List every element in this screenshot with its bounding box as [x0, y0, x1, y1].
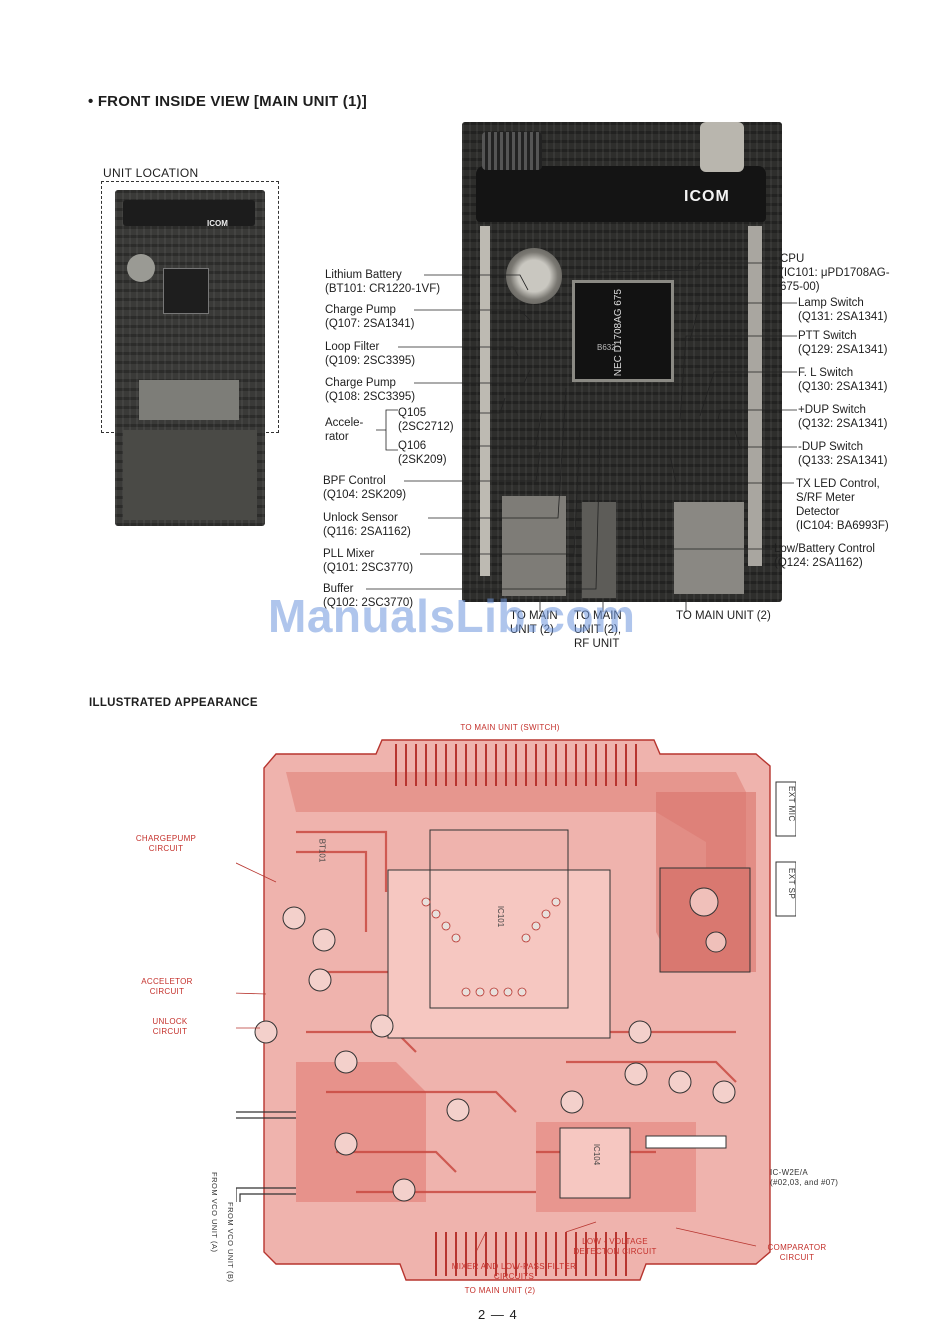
leader-lithium [424, 274, 529, 291]
callout-bpf-control: BPF Control (Q104: 2SK209) [323, 475, 407, 501]
thumb-logo: ICOM [207, 219, 228, 228]
photo-knob [482, 132, 542, 170]
callout-buffer: Buffer (Q102: 2SC3770) [323, 583, 414, 609]
leader-fl [699, 371, 797, 417]
page-number: 2 — 4 [478, 1307, 518, 1322]
callout-minus-dup-switch: -DUP Switch (Q133: 2SA1341) [798, 441, 888, 467]
pcb-label-comparator: COMPARATOR CIRCUIT [767, 1243, 827, 1262]
leader-unlock [428, 387, 567, 519]
photo-ribbon-right [674, 502, 744, 594]
pcb-bt101-label: BT101 [317, 838, 327, 863]
pcb-label-accelerator-circuit: ACCELETOR CIRCUIT [141, 977, 193, 996]
leader-pll [420, 429, 581, 555]
callout-tx-led-control: TX LED Control, S/RF Meter Detector (IC1… [796, 478, 889, 532]
leader-mdup [733, 427, 797, 448]
callout-q105: Q105 (2SC2712) [398, 407, 454, 433]
callout-low-battery-control: Low/Battery Control (Q124: 2SA1162) [774, 543, 875, 569]
page-heading: • FRONT INSIDE VIEW [MAIN UNIT (1)] [88, 93, 367, 110]
pcb-label-ext-mic: EXT MIC [787, 786, 796, 822]
thumb-lower-board [123, 430, 257, 520]
pcb-ic101-label: IC101 [496, 905, 506, 928]
thumb-ribbon [139, 380, 239, 420]
unit-location-label: UNIT LOCATION [103, 166, 199, 180]
callout-unlock-sensor: Unlock Sensor (Q116: 2SA1162) [323, 512, 411, 538]
pcb-label-ext-sp: EXT SP [787, 868, 796, 900]
pcb-label-to-main-unit-2: TO MAIN UNIT (2) [464, 1286, 536, 1295]
leader-bpf [404, 451, 541, 482]
callout-q106: Q106 (2SK209) [398, 440, 447, 466]
pcb-label-mixer-lpf: MIXER AND LOW-PASS FILTER CIRCUITS [451, 1262, 577, 1281]
leader-charge2 [414, 369, 531, 384]
callout-lithium-battery: Lithium Battery (BT101: CR1220-1VF) [325, 269, 441, 295]
callout-to-main-unit-2-right: TO MAIN UNIT (2) [676, 610, 771, 622]
leader-charge1 [414, 309, 533, 323]
pcb-label-ic-note: IC-W2E/A (#02,03, and #07) [770, 1168, 839, 1187]
photo-cpu-chip: NEC D1708AG 675 B632 [572, 280, 674, 382]
pcb-label-from-vco-b: FROM VCO UNIT (B) [226, 1202, 235, 1283]
leader-txled [669, 454, 794, 484]
callout-charge-pump-q108: Charge Pump (Q108: 2SC3395) [325, 377, 416, 403]
pcb-illustration [236, 739, 796, 1281]
leader-q106 [462, 409, 543, 447]
callout-charge-pump-q107: Charge Pump (Q107: 2SA1341) [325, 304, 415, 330]
leader-loop [398, 346, 519, 357]
photo-cpu-small-text: B632 [597, 343, 616, 352]
illustrated-appearance-label: ILLUSTRATED APPEARANCE [89, 697, 258, 709]
leader-buffer [366, 435, 601, 590]
photo-side-frame-left [480, 226, 490, 576]
thumb-chip [163, 268, 209, 314]
callout-fl-switch: F. L Switch (Q130: 2SA1341) [798, 367, 888, 393]
accelerator-bracket [376, 409, 398, 451]
pcb-label-from-vco-a: FROM VCO UNIT (A) [210, 1172, 219, 1253]
pcb-label-unlock-circuit: UNLOCK CIRCUIT [152, 1017, 188, 1036]
leader-ptt [679, 335, 797, 421]
photo-antenna-connector [700, 122, 744, 172]
callout-leaders [366, 262, 797, 612]
thumb-top-panel [123, 200, 255, 226]
callout-ptt-switch: PTT Switch (Q129: 2SA1341) [798, 330, 888, 356]
pcb-label-low-voltage: LOW - VOLTAGE DETECTON CIRCUIT [573, 1237, 657, 1256]
unit-location-photo: ICOM [115, 190, 265, 526]
callout-loop-filter: Loop Filter (Q109: 2SC3395) [325, 341, 416, 367]
callout-pll-mixer: PLL Mixer (Q101: 2SC3770) [323, 548, 414, 574]
callout-accelerator: Accele- rator [325, 417, 364, 443]
photo-ribbon-left [502, 496, 566, 596]
leader-cpu [599, 262, 778, 273]
photo-top-panel [476, 166, 766, 222]
callout-to-main-unit-2-left: TO MAIN UNIT (2) [510, 610, 558, 636]
manualslib-watermark: ManualsLib.com [268, 590, 636, 642]
leader-lamp [689, 302, 797, 341]
ic104-outline [559, 1127, 631, 1199]
photo-logo: ICOM [684, 188, 730, 205]
photo-battery [506, 248, 562, 304]
callout-plus-dup-switch: +DUP Switch (Q132: 2SA1341) [798, 404, 888, 430]
callout-to-main-unit-2-rf: TO MAIN UNIT (2), RF UNIT [574, 610, 622, 650]
leader-pdup [717, 409, 797, 421]
thumb-battery [127, 254, 155, 282]
ic101-outline [387, 869, 611, 1039]
main-unit-photo: ICOM NEC D1708AG 675 B632 [462, 122, 782, 602]
callout-cpu: CPU (IC101: μPD1708AG- 675-00) [780, 253, 890, 293]
pcb-label-chargepump-circuit: CHARGEPUMP CIRCUIT [135, 834, 197, 853]
callout-lamp-switch: Lamp Switch (Q131: 2SA1341) [798, 297, 888, 323]
pcb-label-to-main-switch: TO MAIN UNIT (SWITCH) [460, 723, 560, 732]
leader-lowbat [639, 479, 772, 550]
photo-ribbon-center [582, 502, 616, 598]
photo-side-frame-right [748, 226, 762, 566]
leader-q105 [462, 397, 506, 414]
pcb-ic104-label: IC104 [592, 1143, 602, 1166]
